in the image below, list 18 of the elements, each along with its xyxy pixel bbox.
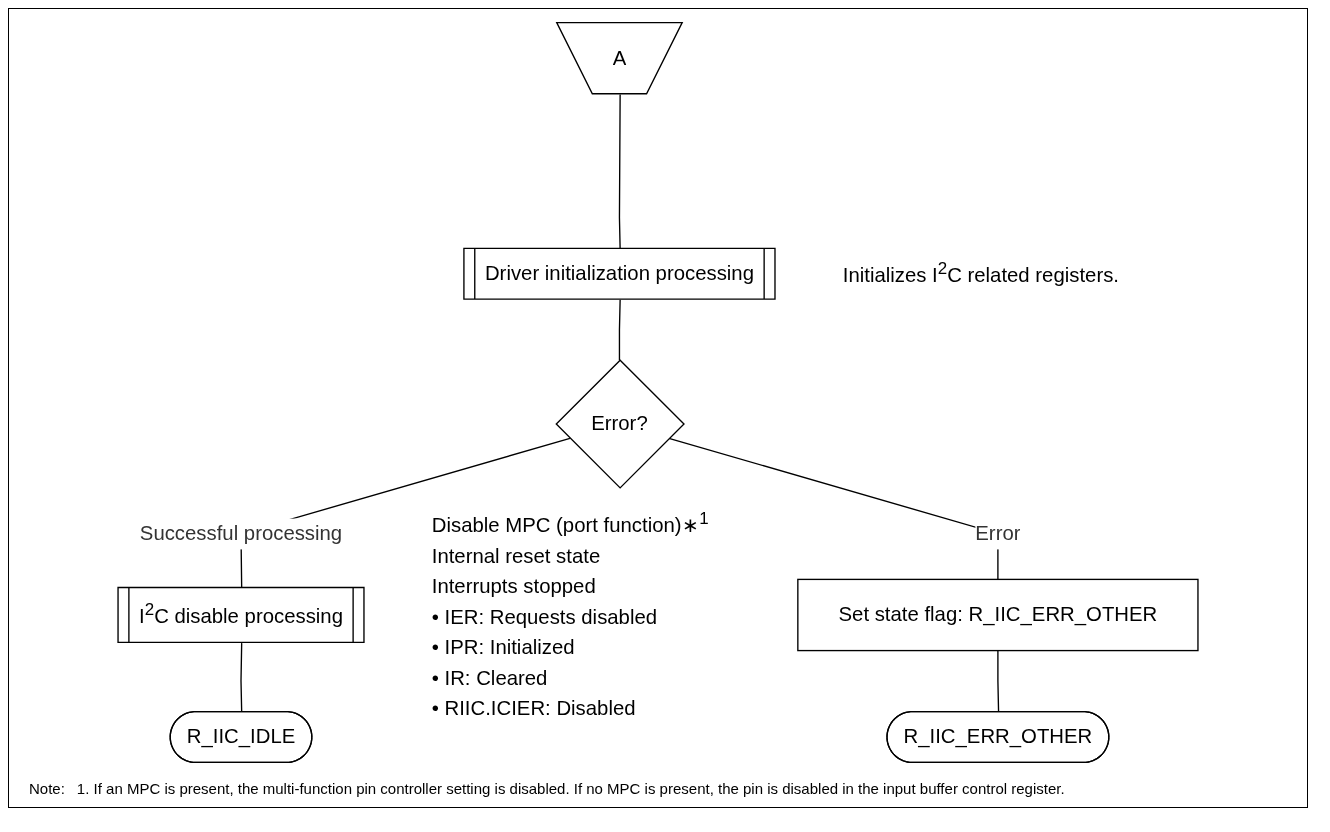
edge-label: Error	[975, 521, 1021, 545]
note-text: Note:	[29, 780, 65, 797]
connector	[997, 649, 1000, 713]
node-label: Disable MPC (port function)∗$^{1}$	[431, 508, 709, 537]
node-label: • IR: Cleared	[431, 665, 548, 689]
connector	[668, 437, 999, 581]
node-label: Initializes I$^{2}$C related registers.	[842, 259, 1119, 287]
note-text: 1. If an MPC is present, the multi-function pin controller setting is disabled. If no MPC is present, the pin is disabled in the input buffer control register.	[76, 780, 1065, 797]
node-diamond: Error?	[555, 359, 685, 489]
node-box: Set state flag: R_IIC_ERR_OTHER	[797, 578, 1199, 652]
node-label: • RIIC.ICIER: Disabled	[431, 696, 636, 720]
node-label: • IPR: Initialized	[431, 634, 575, 659]
node-label: Interrupts stopped	[431, 573, 596, 598]
connector	[240, 642, 243, 713]
connector	[618, 299, 621, 361]
node-label: • IER: Requests disabled	[431, 604, 658, 628]
node-label: Internal reset state	[431, 543, 601, 567]
edge-label: Successful processing	[139, 521, 343, 545]
